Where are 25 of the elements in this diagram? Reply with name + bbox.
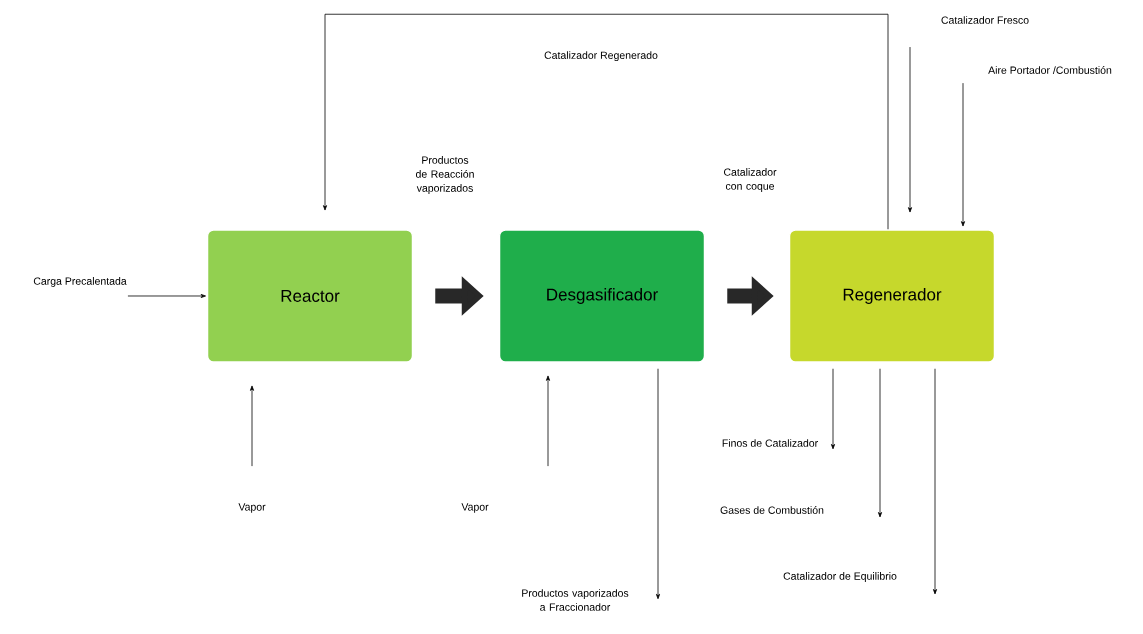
stream-label: Productos de Reacción vaporizados <box>415 156 474 194</box>
stream-label: Gases de Combustión <box>720 506 824 514</box>
arrow <box>933 368 937 595</box>
stream-label: Aire Portador /Combustión <box>988 66 1112 74</box>
arrow <box>656 368 660 600</box>
process-box: Regenerador <box>788 229 996 363</box>
stream-label: Carga Precalentada <box>33 277 127 287</box>
stream-label: Finos de Catalizador <box>722 439 818 447</box>
arrow <box>127 294 206 298</box>
arrow <box>546 375 550 467</box>
process-box: Desgasificador <box>498 229 706 363</box>
arrow <box>961 82 965 227</box>
arrow <box>323 13 889 230</box>
stream-label: Catalizador de Equilibrio <box>783 572 897 582</box>
stream-label: Catalizador Fresco <box>941 16 1029 24</box>
stream-label: Catalizador con coque <box>724 168 777 192</box>
arrow <box>878 368 882 518</box>
arrow <box>250 385 254 467</box>
stream-label: Vapor <box>238 503 266 513</box>
process-box: Reactor <box>206 229 414 363</box>
arrow <box>908 46 912 213</box>
arrow <box>831 368 835 450</box>
edge-label: Catalizador Regenerado <box>544 51 658 62</box>
stream-label: Vapor <box>461 503 489 513</box>
stream-label: Productos vaporizados a Fraccionador <box>522 589 629 611</box>
